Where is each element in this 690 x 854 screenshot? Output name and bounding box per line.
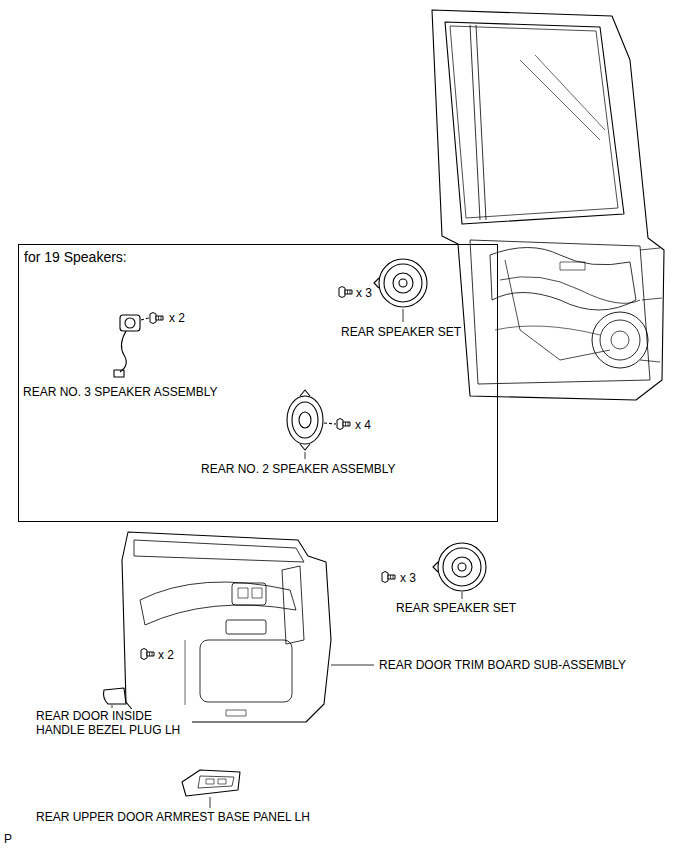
door-trim-board [122, 532, 374, 722]
part-name: REAR SPEAKER SET [395, 601, 517, 615]
group-heading: for 19 Speakers: [19, 245, 132, 269]
screw-symbol [337, 419, 350, 430]
quantity: x 3 [399, 571, 417, 585]
part-name: REAR DOOR INSIDE HANDLE BEZEL PLUG LH [35, 709, 192, 737]
part-name: REAR NO. 3 SPEAKER ASSEMBLY [22, 385, 219, 399]
screw-symbol [141, 649, 154, 660]
part-name: REAR UPPER DOOR ARMREST BASE PANEL LH [35, 810, 311, 824]
screw-symbol [339, 287, 352, 298]
quantity: x 2 [168, 311, 186, 325]
part-name: REAR SPEAKER SET [340, 325, 462, 339]
screw-symbol [382, 572, 395, 583]
group-frame: for 19 Speakers: [18, 244, 498, 522]
quantity: x 4 [354, 418, 372, 432]
quantity: x 3 [355, 286, 373, 300]
part-name: REAR DOOR TRIM BOARD SUB-ASSEMBLY [378, 658, 627, 672]
page-marker: P [3, 832, 13, 846]
woofer-speaker [433, 543, 486, 599]
screw-symbol [150, 313, 163, 324]
bezel-plug [104, 688, 127, 708]
quantity: x 2 [157, 648, 175, 662]
woofer-speaker [374, 259, 427, 322]
midrange-speaker [287, 390, 336, 459]
part-name: REAR NO. 2 SPEAKER ASSEMBLY [200, 462, 397, 476]
rear-door [432, 10, 664, 400]
tweeter-speaker [114, 315, 149, 377]
armrest-base-panel [182, 770, 240, 808]
